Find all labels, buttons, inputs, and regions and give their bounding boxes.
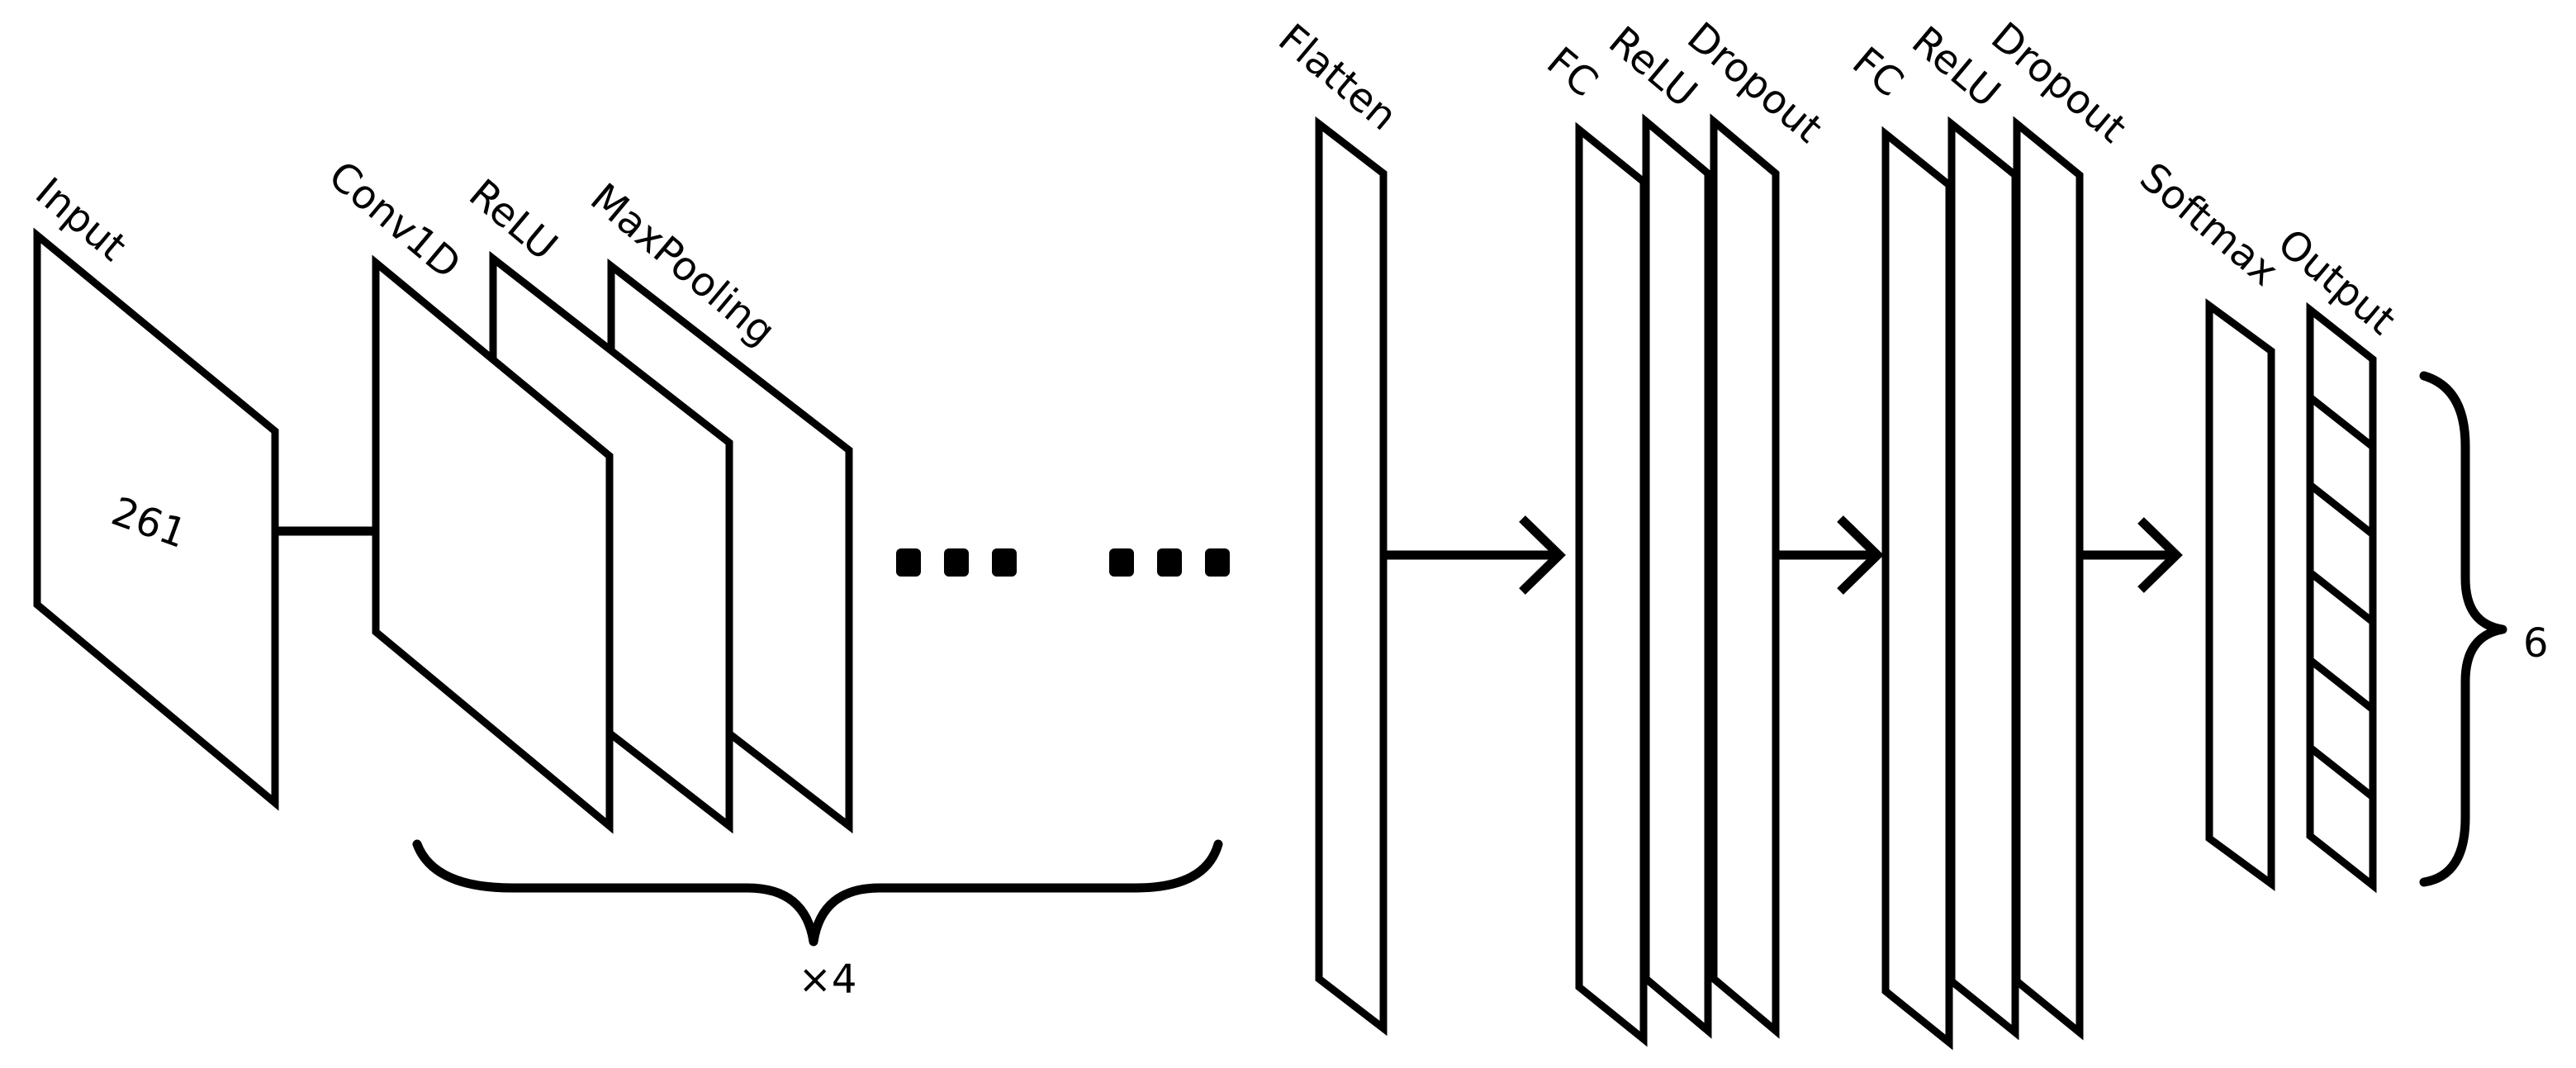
output-count-label: 6	[2523, 620, 2549, 667]
ellipsis-dots	[896, 548, 1230, 577]
relu-label-3: ReLU	[1903, 17, 2009, 116]
conv1d-layer-block	[372, 254, 614, 834]
output-cell-divider	[2308, 744, 2375, 800]
fc-label-2: FC	[1843, 38, 1912, 106]
fc-label-1: FC	[1538, 38, 1606, 106]
repeat-label: ×4	[799, 956, 857, 1003]
flatten-layer-block	[1315, 116, 1388, 1037]
ellipsis-dot	[896, 548, 921, 577]
relu-layer-block-3	[1947, 116, 2019, 1041]
ellipsis-dot	[992, 548, 1017, 577]
arrow-3-head	[2137, 517, 2183, 593]
repeat-brace	[412, 839, 1223, 947]
softmax-label: Softmax	[2131, 154, 2287, 295]
output-cell-divider	[2308, 569, 2375, 625]
ellipsis-dot	[944, 548, 969, 577]
output-count-brace	[2419, 371, 2507, 887]
output-cell-divider	[2308, 482, 2375, 538]
softmax-layer-block	[2205, 298, 2275, 891]
conv1d-label: Conv1D	[320, 152, 469, 288]
input-layer-block	[33, 227, 279, 811]
relu-label-1: ReLU	[460, 170, 566, 269]
output-label: Output	[2269, 220, 2404, 344]
fc-layer-block-2	[1881, 126, 1953, 1051]
relu-layer-block-2	[1642, 113, 1712, 1039]
flatten-label: Flatten	[1269, 15, 1406, 140]
relu-label-2: ReLU	[1600, 17, 1705, 116]
dropout-layer-block-2	[2013, 116, 2084, 1041]
arrow-1-head	[1519, 515, 1566, 595]
ellipsis-dot	[1109, 548, 1134, 577]
ellipsis-dot	[1205, 548, 1230, 577]
output-cell-divider	[2308, 394, 2375, 450]
arrow-2-head	[1837, 515, 1884, 595]
output-cell-divider	[2308, 657, 2375, 713]
ellipsis-dot	[1157, 548, 1182, 577]
dropout-layer-block-1	[1710, 113, 1780, 1039]
fc-layer-block-1	[1575, 121, 1648, 1047]
output-cell-dividers	[2308, 394, 2375, 800]
